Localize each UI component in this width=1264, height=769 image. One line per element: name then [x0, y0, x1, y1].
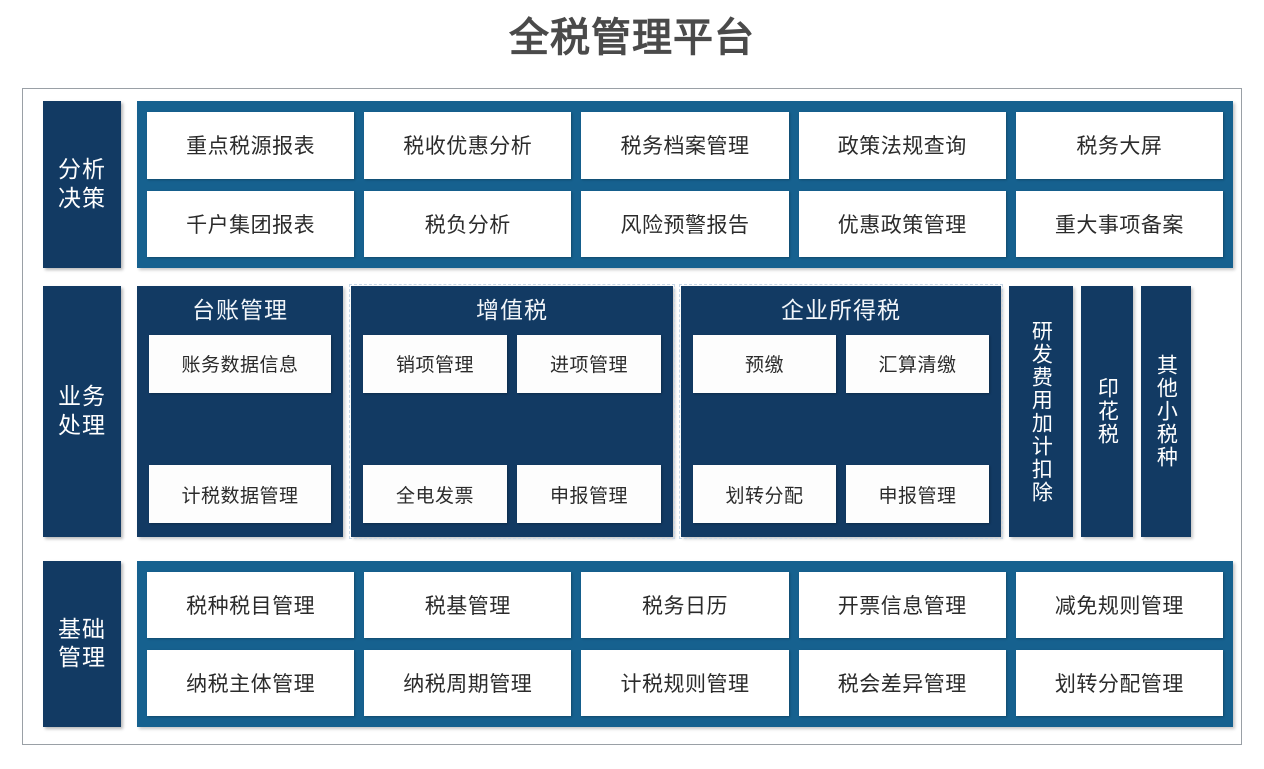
- group-cit-row-1: 预缴 汇算清缴: [693, 334, 989, 393]
- group-ledger-management: 台账管理 账务数据信息 计税数据管理: [137, 286, 343, 537]
- group-vat-title: 增值税: [476, 298, 548, 323]
- group-ledger-row-1: 账务数据信息: [149, 334, 331, 393]
- group-ledger-rows: 账务数据信息 计税数据管理: [149, 334, 331, 523]
- section-label-foundation-line1: 基础: [58, 616, 106, 642]
- tile-major-matter-filing[interactable]: 重大事项备案: [1015, 190, 1224, 257]
- section-label-business-line1: 业务: [58, 384, 106, 410]
- tile-tax-base-management[interactable]: 税基管理: [364, 572, 572, 638]
- tile-transfer-allocation[interactable]: 划转分配: [693, 465, 836, 523]
- tile-output-tax-management[interactable]: 销项管理: [363, 334, 507, 393]
- foundation-row-1: 税种税目管理 税基管理 税务日历 开票信息管理 减免规则管理: [147, 572, 1224, 638]
- tile-input-tax-management[interactable]: 进项管理: [517, 334, 661, 393]
- tile-tax-calendar[interactable]: 税务日历: [581, 572, 789, 638]
- business-groups: 台账管理 账务数据信息 计税数据管理 增值税 销项管理 进项管理: [137, 284, 1233, 539]
- section-label-analysis-line1: 分析: [58, 157, 106, 183]
- tile-risk-warning-report[interactable]: 风险预警报告: [581, 190, 789, 257]
- tile-benefit-policy-management[interactable]: 优惠政策管理: [798, 190, 1006, 257]
- group-ledger-title: 台账管理: [192, 298, 288, 323]
- tile-rd-expense-super-deduction[interactable]: 研发费用加计扣除: [1009, 286, 1073, 537]
- tile-tax-accounting-difference-management[interactable]: 税会差异管理: [798, 650, 1006, 716]
- tile-other-minor-taxes[interactable]: 其他小税种: [1141, 286, 1191, 537]
- tile-accounting-data-info[interactable]: 账务数据信息: [149, 334, 331, 393]
- tile-cit-filing-management[interactable]: 申报管理: [846, 465, 989, 523]
- section-label-foundation-line2: 管理: [58, 645, 106, 670]
- foundation-band: 税种税目管理 税基管理 税务日历 开票信息管理 减免规则管理 纳税主体管理 纳税…: [137, 561, 1233, 727]
- tile-tax-dashboard[interactable]: 税务大屏: [1015, 112, 1224, 179]
- section-business: 业务 处理 台账管理 账务数据信息 计税数据管理 增值税: [43, 284, 1233, 539]
- tile-key-tax-source-report[interactable]: 重点税源报表: [147, 112, 355, 179]
- section-label-business-line2: 处理: [58, 412, 106, 438]
- section-label-analysis-line2: 决策: [58, 185, 106, 211]
- tile-thousand-group-report[interactable]: 千户集团报表: [147, 190, 355, 257]
- tile-vat-filing-management[interactable]: 申报管理: [517, 465, 661, 523]
- tile-tax-calc-rule-management[interactable]: 计税规则管理: [581, 650, 789, 716]
- analysis-row-1: 重点税源报表 税收优惠分析 税务档案管理 政策法规查询 税务大屏: [147, 112, 1224, 179]
- group-vat-rows: 销项管理 进项管理 全电发票 申报管理: [363, 334, 661, 523]
- group-value-added-tax: 增值税 销项管理 进项管理 全电发票 申报管理: [349, 284, 675, 539]
- tile-annual-settlement[interactable]: 汇算清缴: [846, 334, 989, 393]
- tile-tax-type-item-management[interactable]: 税种税目管理: [147, 572, 355, 638]
- tile-tax-benefit-analysis[interactable]: 税收优惠分析: [364, 112, 572, 179]
- diagram-frame: 分析 决策 重点税源报表 税收优惠分析 税务档案管理 政策法规查询 税务大屏 千…: [22, 88, 1242, 745]
- analysis-row-2: 千户集团报表 税负分析 风险预警报告 优惠政策管理 重大事项备案: [147, 190, 1224, 257]
- tile-fully-digital-invoice[interactable]: 全电发票: [363, 465, 507, 523]
- section-foundation: 基础 管理 税种税目管理 税基管理 税务日历 开票信息管理 减免规则管理 纳税主…: [43, 561, 1233, 727]
- section-label-business[interactable]: 业务 处理: [43, 286, 121, 537]
- foundation-row-2: 纳税主体管理 纳税周期管理 计税规则管理 税会差异管理 划转分配管理: [147, 650, 1224, 716]
- group-cit-rows: 预缴 汇算清缴 划转分配 申报管理: [693, 334, 989, 523]
- tile-tax-burden-analysis[interactable]: 税负分析: [364, 190, 572, 257]
- group-ledger-row-2: 计税数据管理: [149, 465, 331, 523]
- tile-taxpayer-entity-management[interactable]: 纳税主体管理: [147, 650, 355, 716]
- tile-policy-regulation-query[interactable]: 政策法规查询: [798, 112, 1006, 179]
- tile-reduction-rule-management[interactable]: 减免规则管理: [1015, 572, 1224, 638]
- group-vat-row-2: 全电发票 申报管理: [363, 465, 661, 523]
- section-analysis: 分析 决策 重点税源报表 税收优惠分析 税务档案管理 政策法规查询 税务大屏 千…: [43, 101, 1233, 268]
- analysis-band: 重点税源报表 税收优惠分析 税务档案管理 政策法规查询 税务大屏 千户集团报表 …: [137, 101, 1233, 268]
- section-label-analysis[interactable]: 分析 决策: [43, 101, 121, 268]
- tile-invoicing-info-management[interactable]: 开票信息管理: [798, 572, 1006, 638]
- tile-tax-calc-data-management[interactable]: 计税数据管理: [149, 465, 331, 523]
- tile-stamp-duty[interactable]: 印花税: [1081, 286, 1133, 537]
- group-cit-row-2: 划转分配 申报管理: [693, 465, 989, 523]
- tile-tax-period-management[interactable]: 纳税周期管理: [364, 650, 572, 716]
- section-label-foundation[interactable]: 基础 管理: [43, 561, 121, 727]
- tile-tax-archive-management[interactable]: 税务档案管理: [581, 112, 789, 179]
- group-corporate-income-tax: 企业所得税 预缴 汇算清缴 划转分配 申报管理: [679, 284, 1003, 539]
- group-vat-row-1: 销项管理 进项管理: [363, 334, 661, 393]
- page-title: 全税管理平台: [509, 16, 755, 60]
- group-cit-title: 企业所得税: [781, 298, 901, 323]
- tile-transfer-allocation-management[interactable]: 划转分配管理: [1015, 650, 1224, 716]
- tile-prepayment[interactable]: 预缴: [693, 334, 836, 393]
